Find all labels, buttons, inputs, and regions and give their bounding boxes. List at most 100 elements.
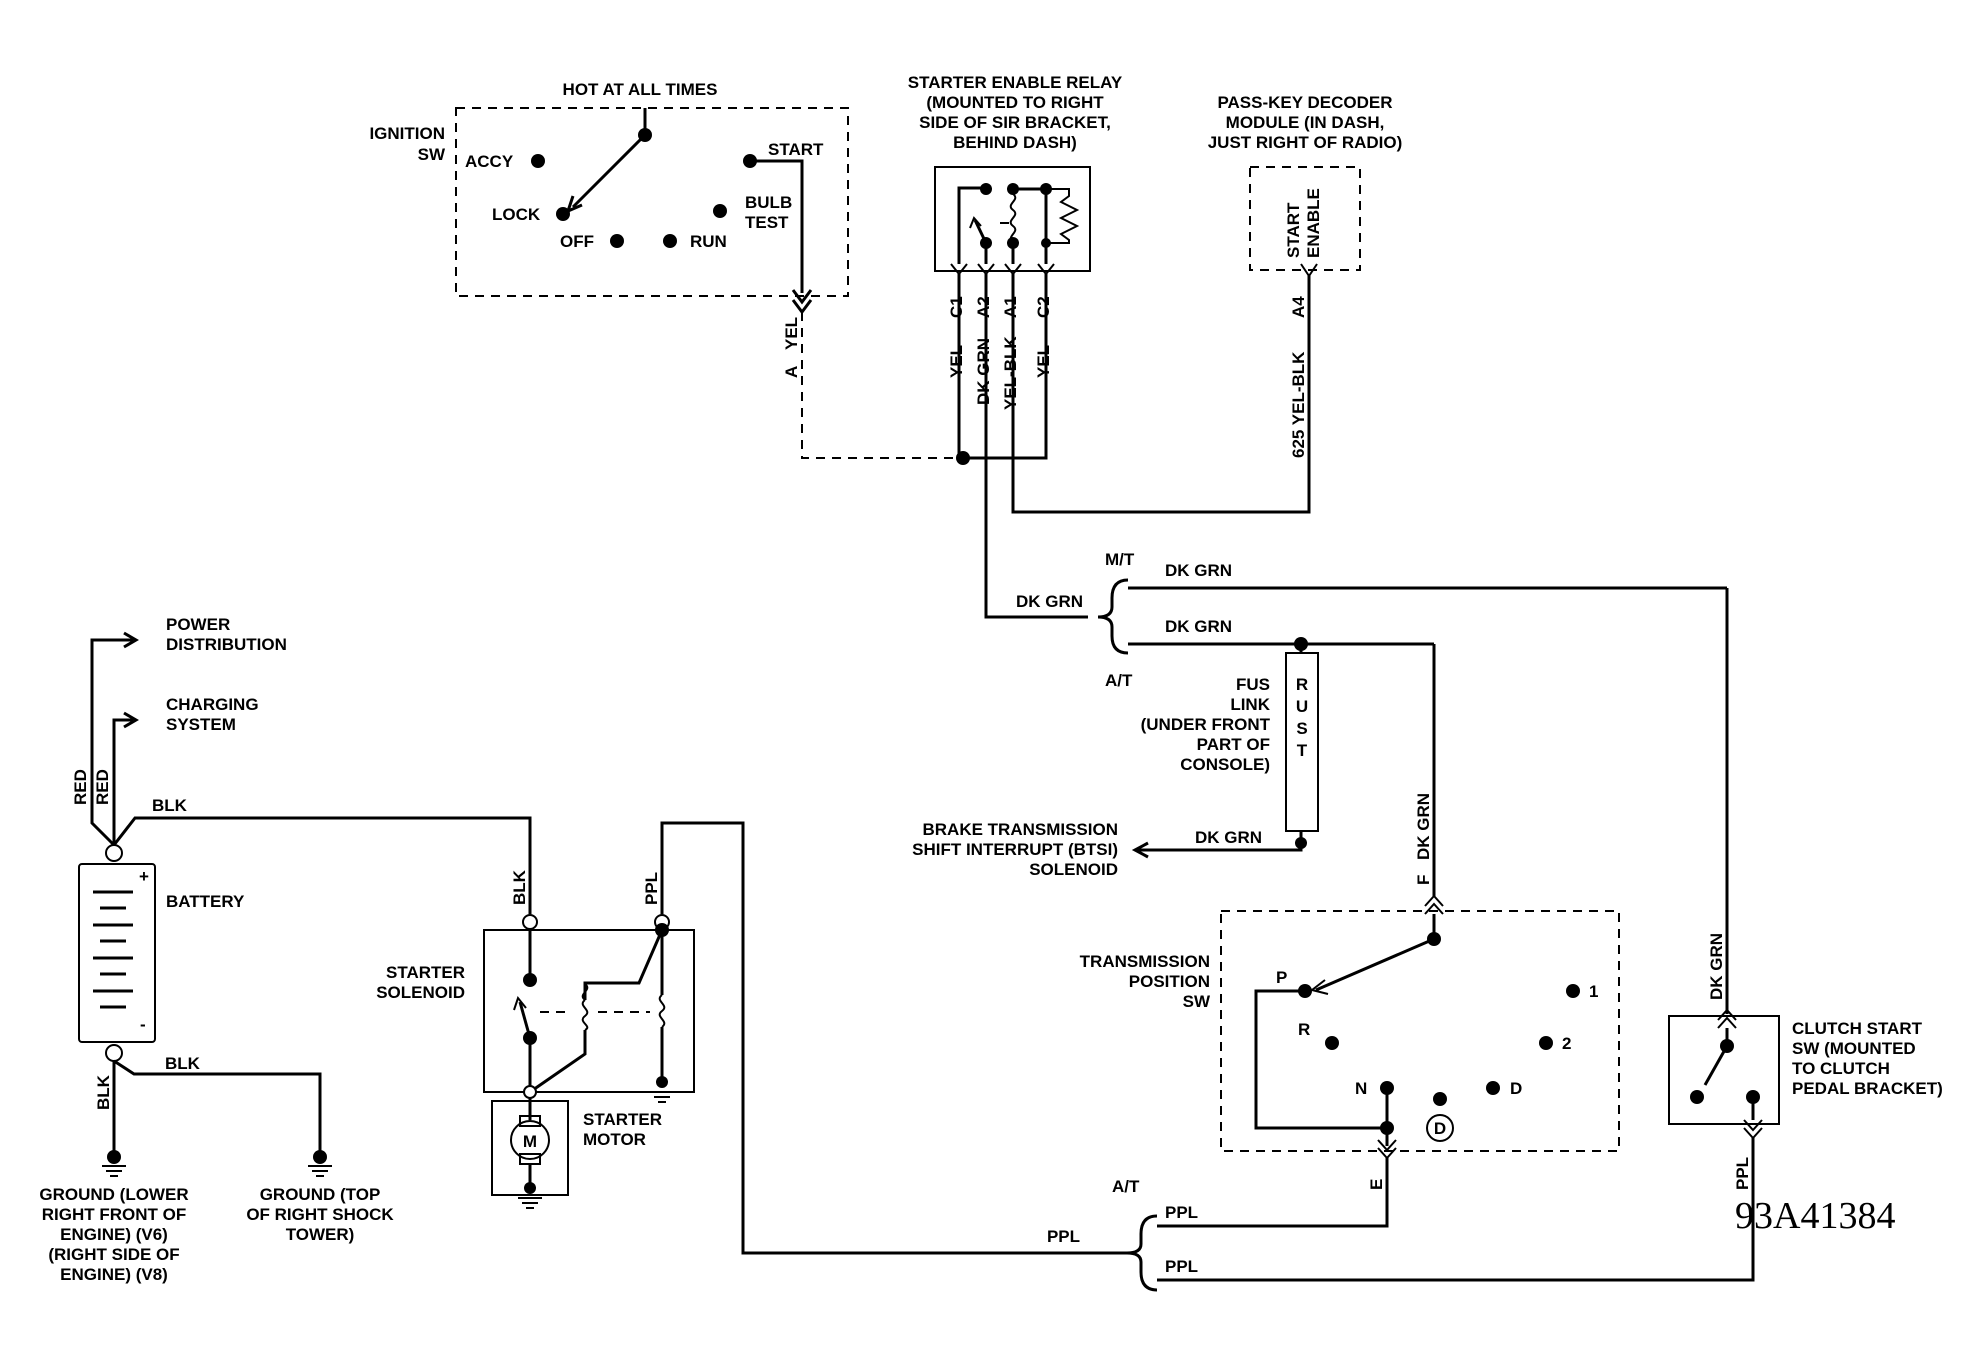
fusible-letter-r: R bbox=[1296, 675, 1308, 694]
power-label-line2: DISTRIBUTION bbox=[166, 635, 287, 654]
fusible-label-line2: LINK bbox=[1230, 695, 1270, 714]
ignition-bulb-contact bbox=[713, 204, 727, 218]
solenoid-label-line1: STARTER bbox=[386, 963, 465, 982]
trans-label-line1: TRANSMISSION bbox=[1080, 952, 1210, 971]
fusible-link: R U S T FUS LINK (UNDER FRONT PART OF CO… bbox=[1131, 644, 1319, 859]
clutch-out-wire-label: PPL bbox=[1733, 1157, 1752, 1190]
clutch-label-line2: SW (MOUNTED bbox=[1792, 1039, 1916, 1058]
trans-pos-r: R bbox=[1298, 1020, 1310, 1039]
upper-left-wire-label: DK GRN bbox=[1016, 592, 1083, 611]
relay-box bbox=[934, 166, 1091, 272]
power-distribution-wire bbox=[90, 638, 133, 847]
ignition-off-contact bbox=[610, 234, 624, 248]
trans-switch-box bbox=[1220, 910, 1620, 1152]
ignition-switch: HOT AT ALL TIMES IGNITION SW ACCY LOCK O… bbox=[369, 80, 963, 459]
motor-label-line2: MOTOR bbox=[583, 1130, 646, 1149]
charging-label-line2: SYSTEM bbox=[166, 715, 236, 734]
ground-left-line5: ENGINE) (V8) bbox=[60, 1265, 168, 1284]
relay-a2-wire bbox=[984, 458, 1088, 619]
fusible-label-line5: CONSOLE) bbox=[1180, 755, 1270, 774]
btsi-wire-label: DK GRN bbox=[1195, 828, 1262, 847]
relay-pin-a2: A2 bbox=[974, 296, 993, 318]
diagram-code: 93A41384 bbox=[1735, 1195, 1895, 1237]
ground-right: GROUND (TOP OF RIGHT SHOCK TOWER) bbox=[246, 1150, 394, 1244]
btsi-solenoid: BRAKE TRANSMISSION SHIFT INTERRUPT (BTSI… bbox=[912, 820, 1262, 879]
solenoid-blk-label: BLK bbox=[510, 869, 529, 905]
ground-left-line3: ENGINE) (V6) bbox=[60, 1225, 168, 1244]
trans-blade bbox=[1315, 937, 1435, 992]
fusible-label-line1: FUS bbox=[1236, 675, 1270, 694]
clutch-label-line1: CLUTCH START bbox=[1792, 1019, 1923, 1038]
relay-title-line1: STARTER ENABLE RELAY bbox=[908, 73, 1123, 92]
relay-pin-c1: C1 bbox=[947, 296, 966, 318]
ground-left: GROUND (LOWER RIGHT FRONT OF ENGINE) (V6… bbox=[39, 1150, 189, 1284]
charging-label-line1: CHARGING bbox=[166, 695, 259, 714]
relay-title-line2: (MOUNTED TO RIGHT bbox=[926, 93, 1104, 112]
power-label-line1: POWER bbox=[166, 615, 230, 634]
lower-branch-brace bbox=[1126, 1214, 1158, 1292]
trans-pos-d-circle-label: D bbox=[1434, 1119, 1446, 1138]
relay-splice bbox=[956, 451, 970, 465]
lower-top-wire-label: PPL bbox=[1165, 1203, 1198, 1222]
charging-system-wire bbox=[112, 718, 133, 845]
clutch-label-line4: PEDAL BRACKET) bbox=[1792, 1079, 1943, 1098]
battery-ground-strap bbox=[113, 1059, 322, 1160]
starter-enable-relay: STARTER ENABLE RELAY (MOUNTED TO RIGHT S… bbox=[908, 73, 1311, 619]
relay-color-a1: YEL-BLK bbox=[1001, 336, 1020, 410]
ignition-lock-label: LOCK bbox=[492, 205, 541, 224]
btsi-line1: BRAKE TRANSMISSION bbox=[922, 820, 1118, 839]
battery-plus-sign: + bbox=[139, 867, 149, 886]
fusible-label-line4: PART OF bbox=[1197, 735, 1270, 754]
passkey-decoder-module: PASS-KEY DECODER MODULE (IN DASH, JUST R… bbox=[1208, 93, 1403, 458]
ground-right-line2: OF RIGHT SHOCK bbox=[246, 1205, 394, 1224]
relay-color-c1: YEL bbox=[947, 345, 966, 378]
motor-symbol-label: M bbox=[523, 1132, 537, 1151]
clutch-in-wire-label: DK GRN bbox=[1707, 933, 1726, 1000]
solenoid-label-line2: SOLENOID bbox=[376, 983, 465, 1002]
ignition-yel-label: YEL bbox=[782, 317, 801, 350]
trans-pos-d: D bbox=[1510, 1079, 1522, 1098]
ignition-off-label: OFF bbox=[560, 232, 594, 251]
trans-pos-1: 1 bbox=[1589, 982, 1598, 1001]
btsi-line2: SHIFT INTERRUPT (BTSI) bbox=[912, 840, 1118, 859]
starter-motor: M STARTER MOTOR bbox=[491, 1098, 662, 1209]
lower-bottom-wire-label: PPL bbox=[1165, 1257, 1198, 1276]
clutch-blade bbox=[1703, 1045, 1729, 1086]
solenoid-ppl-wire bbox=[660, 821, 1127, 1255]
passkey-connector-a4 bbox=[1300, 263, 1318, 278]
upper-branch-brace bbox=[1097, 578, 1129, 655]
trans-connector-e bbox=[1377, 1139, 1397, 1152]
fusible-label-line3: (UNDER FRONT bbox=[1141, 715, 1271, 734]
motor-label-line1: STARTER bbox=[583, 1110, 662, 1129]
ground-left-line2: RIGHT FRONT OF bbox=[42, 1205, 186, 1224]
trans-pin-e: E bbox=[1367, 1179, 1386, 1190]
upper-at-wire-label: DK GRN bbox=[1165, 617, 1232, 636]
relay-title-line3: SIDE OF SIR BRACKET, bbox=[919, 113, 1111, 132]
battery-blk-cable bbox=[112, 816, 532, 914]
trans-pos-2: 2 bbox=[1562, 1034, 1571, 1053]
upper-mt-label: M/T bbox=[1105, 550, 1135, 569]
trans-out-wire bbox=[1157, 1158, 1389, 1228]
battery-negative-terminal bbox=[105, 1044, 123, 1062]
relay-c2-wire bbox=[963, 274, 1048, 460]
trans-pos-p: P bbox=[1276, 968, 1287, 987]
ignition-start-label: START bbox=[768, 140, 824, 159]
clutch-out-wire bbox=[1157, 1138, 1755, 1282]
ignition-hot-label: HOT AT ALL TIMES bbox=[563, 80, 718, 99]
trans-in-wire-label: DK GRN bbox=[1414, 793, 1433, 860]
solenoid-box bbox=[483, 929, 695, 1093]
transmission-position-switch: DK GRN F TRANSMISSION POSITION SW P R N … bbox=[1080, 793, 1620, 1228]
ignition-bulb-line2: TEST bbox=[745, 213, 789, 232]
lower-left-wire-label: PPL bbox=[1047, 1227, 1080, 1246]
relay-pin-c2: C2 bbox=[1034, 296, 1053, 318]
ground-left-line4: (RIGHT SIDE OF bbox=[48, 1245, 179, 1264]
ignition-run-label: RUN bbox=[690, 232, 727, 251]
ignition-accy-contact bbox=[531, 154, 545, 168]
passkey-inner-line1: START bbox=[1284, 202, 1303, 258]
btsi-line3: SOLENOID bbox=[1029, 860, 1118, 879]
ignition-connector-a bbox=[791, 289, 813, 305]
passkey-inner-line2: ENABLE bbox=[1304, 188, 1323, 258]
relay-pin-a1: A1 bbox=[1001, 296, 1020, 318]
relay-a1-wire bbox=[1011, 274, 1311, 514]
fusible-letter-t: T bbox=[1297, 741, 1308, 760]
